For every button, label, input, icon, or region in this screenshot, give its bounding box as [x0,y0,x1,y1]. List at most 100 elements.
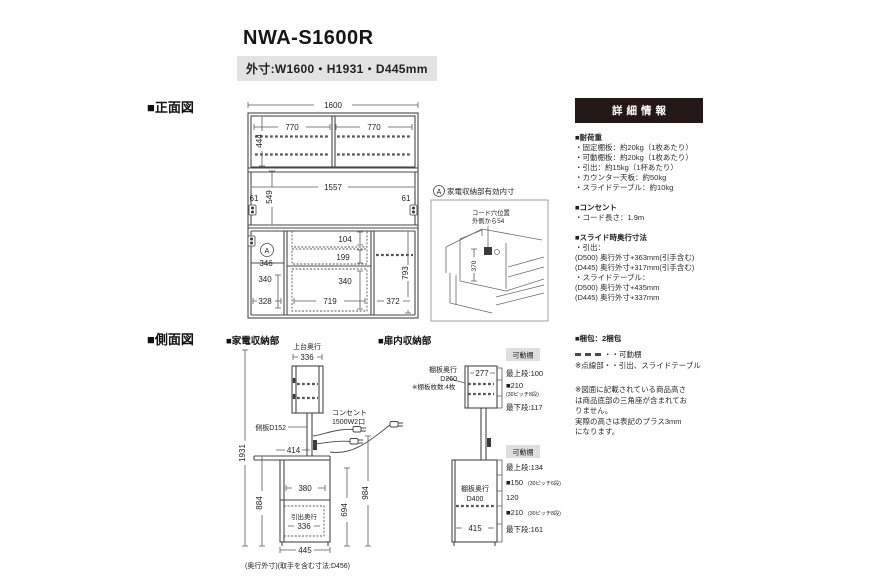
dim-380: 380 [298,484,312,493]
dim-694: 694 [340,503,349,517]
lower-bottom-row: 最下段:161 [506,524,543,534]
side-view-label: ■側面図 [147,332,194,347]
slide-item: (D500) 奥行外寸+363mm(引手含む) [575,253,695,262]
dim-61-right: 61 [402,194,411,203]
legend-movable-text: ・・可動棚 [604,350,642,359]
side-left-shelf-lines [297,382,318,400]
dim-984: 984 [361,486,370,500]
drawer-dotted-outline [283,505,325,537]
outlet-label-1: コンセント [332,409,367,417]
slide-item: (D445) 奥行外寸+317mm(引手含む) [575,263,695,272]
front-movable-shelf-lines [255,135,413,257]
dim-884: 884 [255,496,264,510]
height-note: ※図面に記載されている商品高さ は商品底部の三角座が含まれてお りません。 実際… [575,385,688,436]
outlet-label-2: 1500W2口 [332,418,365,426]
dim-199: 199 [336,253,350,262]
load-capacity-title: ■耐荷重 [575,133,603,142]
dim-336-drawer: 336 [297,522,311,531]
dim-1600: 1600 [324,101,342,110]
upper-pitch-note: (30ピッチ8段) [506,390,539,398]
plug-icons [349,421,403,445]
plug-icon [349,438,363,445]
inset-label-a: A [437,189,442,196]
dim-415: 415 [468,524,482,533]
load-item: ・スライドテーブル：約10kg [575,183,674,192]
movable-shelf-badge-text: 可動棚 [513,448,534,457]
legend-dotted-text: ※点線部・・引出、スライドテーブル [575,361,701,370]
movable-shelf-badge-text: 可動棚 [513,351,534,360]
dim-793: 793 [401,266,410,280]
outlet-title: ■コンセント [575,203,618,212]
side-bottom-note: (奥行外寸)(取手を含む寸法:D456) [245,561,350,570]
movable-shelf-dash-swatch [575,353,601,356]
front-view-diagram: A 1600 770 770 444 1557 549 61 61 346 10… [247,101,419,319]
front-cabinet-outline [247,112,419,319]
outlet-box [313,440,317,450]
shelf-depth-label-2: D260 [440,376,457,383]
outlet-icon [247,235,256,247]
appliance-section-label: ■家電収納部 [226,336,280,347]
side-view-diagram: 上台奥行 336 側板D152 コンセント 1500W2口 414 1931 8… [238,342,561,570]
appliance-interior-inset: A 家電収納部有効内寸 コード穴位置 外側から54 370 [430,185,549,322]
details-panel: 詳細情報 ■耐荷重 ・固定棚板：約20kg（1枚あたり） ・可動棚板：約20kg… [575,98,703,438]
outlet-box [487,438,491,447]
dim-770-right: 770 [367,123,381,132]
lower-pitch-note-2: (30ピッチ8段) [528,509,561,517]
dim-104: 104 [338,235,352,244]
cord-hole [484,247,492,255]
inset-dim-lines [471,248,477,282]
load-item: ・カウンター天板：約50kg [575,173,667,182]
plug-icon [352,426,366,433]
dim-328: 328 [258,297,272,306]
inset-sketch [445,226,545,314]
outlet-icon [409,204,418,216]
movable-shelf-badge [506,445,540,458]
dim-346: 346 [259,259,273,268]
side-right-dim-lines [445,367,503,543]
outer-dimensions-badge: 外寸:W1600・H1931・D445mm [237,56,437,81]
dim-719: 719 [323,297,337,306]
shelf-depth2-label-1: 棚板奥行 [461,484,489,493]
circled-a-marker [433,185,445,197]
side-left-dim-lines [242,349,371,553]
shelf-depth2-label-2: D400 [467,496,484,503]
details-header: 詳細情報 [575,98,703,123]
dim-444: 444 [255,134,264,148]
cord-hole-label-1: コード穴位置 [472,208,510,217]
side-right-unit-outline [451,365,498,546]
front-label-a: A [265,248,270,255]
shelf-depth-label-1: 棚板奥行 [429,365,457,374]
dim-340-center: 340 [338,277,352,286]
dim-61-left: 61 [250,194,259,203]
slide-item: ・スライドテーブル： [575,273,650,282]
front-outlet-icons [247,204,418,247]
dim-372: 372 [386,297,400,306]
movable-shelf-badge [506,348,540,361]
dim-1557: 1557 [324,183,342,192]
front-drawer-dotted-outlines [291,230,368,312]
outlet-item: ・コード長さ：1.9m [575,213,645,222]
load-item: ・固定棚板：約20kg（1枚あたり） [575,143,693,152]
slide-item: ・引出： [575,243,605,252]
plug-icon [389,421,403,428]
dim-549: 549 [265,190,274,204]
inset-title: 家電収納部有効内寸 [447,186,515,196]
front-dimension-lines [247,102,419,314]
outlet-icon [248,204,257,216]
dim-370: 370 [471,260,478,271]
legend-movable-shelf: ・・可動棚 [575,349,703,360]
dim-770-left: 770 [285,123,299,132]
hinge-mark [292,378,296,383]
packing-line: ■梱包：2梱包 [575,334,622,343]
lower-pitch-note-1: (30ピッチ6段) [528,479,561,487]
lower-pitch-value-2: ■210 [506,508,523,517]
slide-depth-title: ■スライド時奥行寸法 [575,233,648,242]
load-item: ・引出：約15kg（1杯あたり） [575,163,678,172]
power-cables [312,424,391,453]
side-right-shelf-lines [456,382,494,508]
upper-top-row: 最上段:100 [506,368,543,378]
side-panel-label: 側板D152 [255,423,286,432]
top-depth-label: 上台奥行 [293,342,321,351]
hinge-mark [292,394,296,399]
